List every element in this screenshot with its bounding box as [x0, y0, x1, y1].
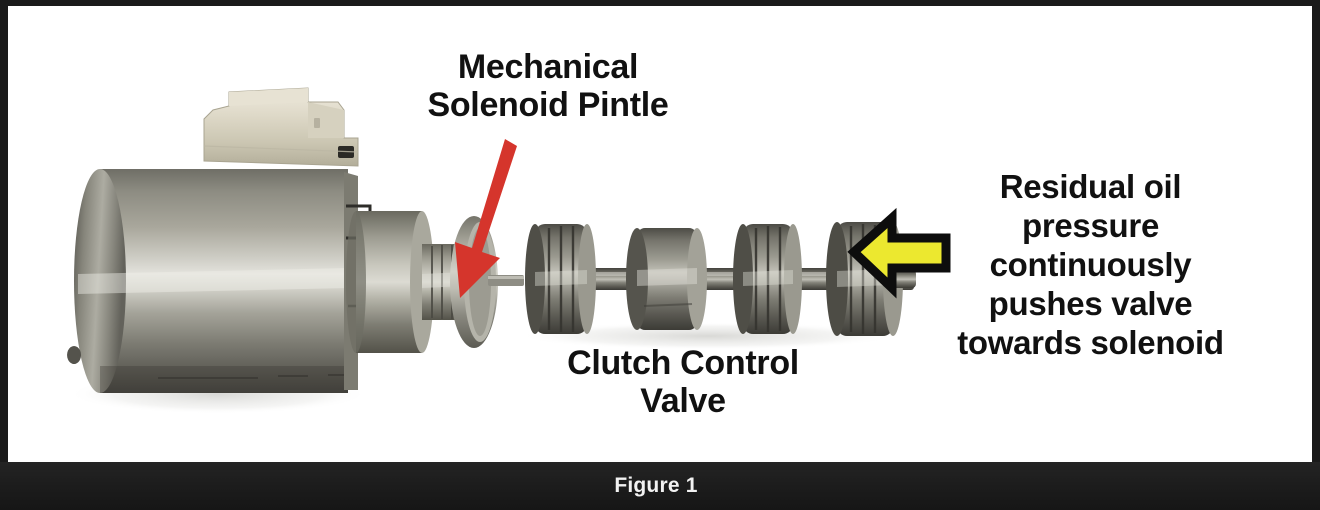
figure-caption-text: Figure 1 [614, 474, 698, 497]
red-arrow [455, 139, 517, 298]
photo-canvas: Mechanical Solenoid Pintle Clutch Contro… [8, 6, 1312, 462]
pintle-pointer-arrow [455, 139, 517, 298]
residual-pressure-arrow [847, 207, 951, 299]
label-residual-oil-pressure: Residual oil pressure continuously pushe… [957, 168, 1224, 361]
label-mechanical-solenoid-pintle: Mechanical Solenoid Pintle [427, 48, 669, 125]
yellow-arrow [847, 207, 951, 299]
label-clutch-control-valve: Clutch Control Valve [567, 344, 799, 421]
figure-caption-bar: Figure 1 [0, 462, 1320, 510]
